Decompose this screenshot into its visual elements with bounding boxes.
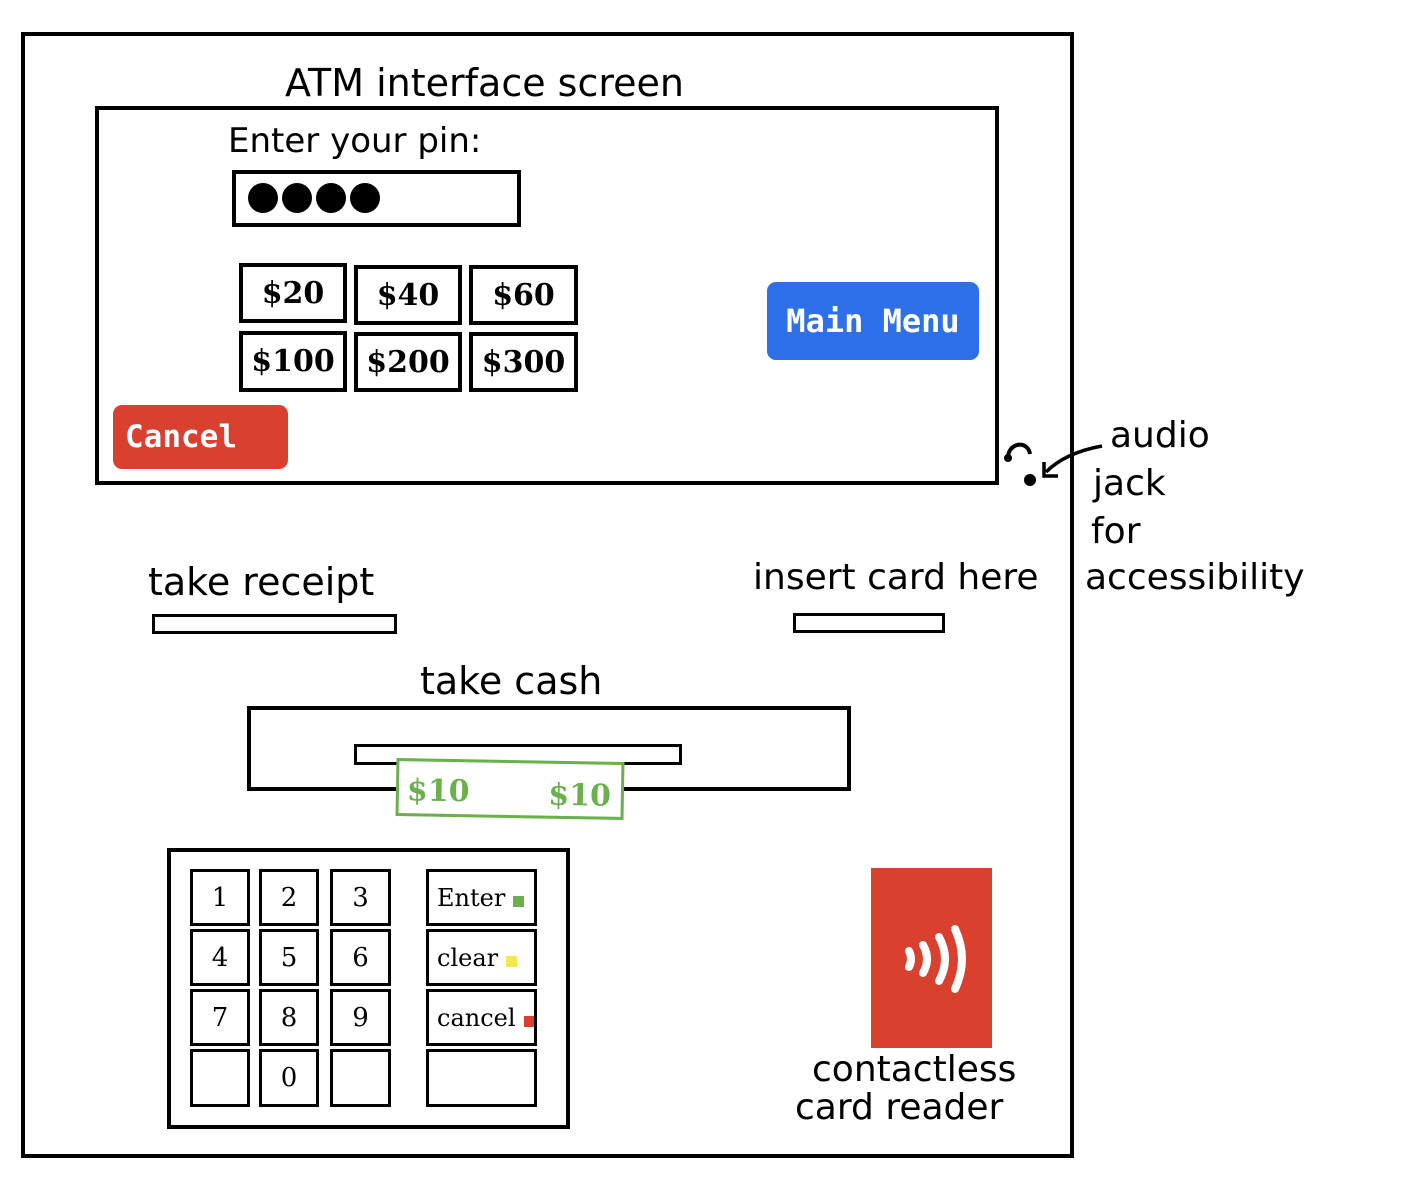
pin-dots bbox=[248, 183, 380, 213]
red-indicator bbox=[523, 1016, 534, 1027]
green-indicator bbox=[513, 896, 525, 907]
amount-button-200[interactable]: $200 bbox=[354, 332, 462, 392]
amount-button-300[interactable]: $300 bbox=[469, 332, 578, 392]
receipt-label: take receipt bbox=[148, 560, 375, 604]
contactless-card-reader[interactable] bbox=[871, 868, 992, 1048]
amount-button-20[interactable]: $20 bbox=[239, 263, 347, 323]
key-4[interactable]: 4 bbox=[190, 929, 250, 986]
card-slot[interactable] bbox=[793, 613, 945, 633]
audio-jack-line: jack bbox=[1093, 463, 1166, 504]
contactless-label-line1: contactless bbox=[812, 1049, 1017, 1090]
contactless-label-line2: card reader bbox=[795, 1087, 1004, 1128]
pin-label: Enter your pin: bbox=[228, 121, 482, 161]
cancel-key[interactable]: cancel bbox=[426, 989, 537, 1046]
amount-button-100[interactable]: $100 bbox=[239, 331, 347, 392]
key-6[interactable]: 6 bbox=[330, 929, 391, 986]
cancel-button[interactable]: Cancel bbox=[113, 405, 288, 469]
card-slot-label: insert card here bbox=[753, 557, 1039, 598]
pin-dot bbox=[350, 183, 380, 213]
cash-label: take cash bbox=[420, 659, 603, 703]
enter-key[interactable]: Enter bbox=[426, 869, 537, 926]
key-7[interactable]: 7 bbox=[190, 989, 250, 1046]
amount-button-40[interactable]: $40 bbox=[354, 265, 462, 325]
clear-key-label: clear bbox=[437, 943, 499, 972]
audio-jack-line: accessibility bbox=[1085, 557, 1305, 598]
pin-dot bbox=[248, 183, 278, 213]
key-8[interactable]: 8 bbox=[259, 989, 319, 1046]
yellow-indicator bbox=[506, 956, 518, 967]
pin-input[interactable] bbox=[232, 170, 521, 227]
headphone-icon bbox=[1004, 442, 1103, 486]
key-blank-left[interactable] bbox=[190, 1049, 250, 1107]
key-blank-function[interactable] bbox=[426, 1049, 537, 1107]
key-3[interactable]: 3 bbox=[330, 869, 391, 926]
screen-title: ATM interface screen bbox=[285, 61, 684, 105]
key-0[interactable]: 0 bbox=[259, 1049, 319, 1107]
enter-key-label: Enter bbox=[437, 883, 506, 912]
cancel-key-label: cancel bbox=[437, 1003, 516, 1032]
key-5[interactable]: 5 bbox=[259, 929, 319, 986]
bill-amount-right: $10 bbox=[547, 777, 612, 814]
main-menu-button[interactable]: Main Menu bbox=[767, 282, 979, 360]
clear-key[interactable]: clear bbox=[426, 929, 537, 986]
audio-jack-line: for bbox=[1091, 511, 1141, 552]
amount-button-60[interactable]: $60 bbox=[469, 265, 578, 325]
receipt-slot[interactable] bbox=[152, 614, 397, 634]
audio-jack-line: audio bbox=[1110, 415, 1210, 456]
contactless-icon bbox=[905, 925, 966, 993]
cash-bill[interactable]: $10 $10 bbox=[395, 758, 625, 820]
pin-dot bbox=[282, 183, 312, 213]
key-1[interactable]: 1 bbox=[190, 869, 250, 926]
key-9[interactable]: 9 bbox=[330, 989, 391, 1046]
key-blank-right[interactable] bbox=[330, 1049, 391, 1107]
bill-amount-left: $10 bbox=[406, 773, 470, 810]
key-2[interactable]: 2 bbox=[259, 869, 319, 926]
pin-dot bbox=[316, 183, 346, 213]
